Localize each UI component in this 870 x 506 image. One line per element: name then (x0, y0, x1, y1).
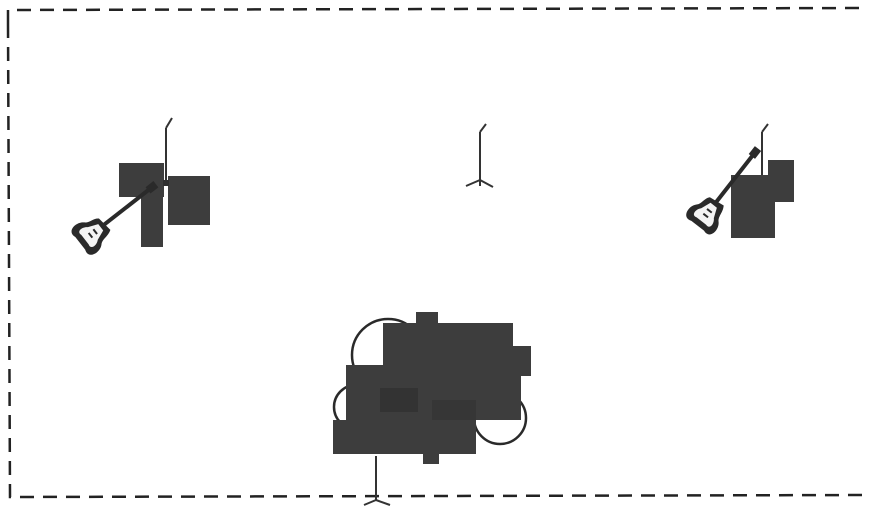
center-mic-stand (465, 123, 494, 188)
right-guitar-amp (731, 160, 794, 238)
right-guitar-icon (686, 146, 762, 235)
stage-boundary (6, 6, 867, 499)
left-guitar-amp (119, 163, 210, 247)
drum-kit (332, 312, 531, 464)
drum-mic-stand (363, 456, 391, 506)
left-mic-stand (165, 117, 173, 182)
left-guitar-icon (71, 181, 159, 255)
left-position (71, 117, 210, 255)
right-position (686, 123, 794, 238)
right-mic-stand (761, 123, 769, 180)
